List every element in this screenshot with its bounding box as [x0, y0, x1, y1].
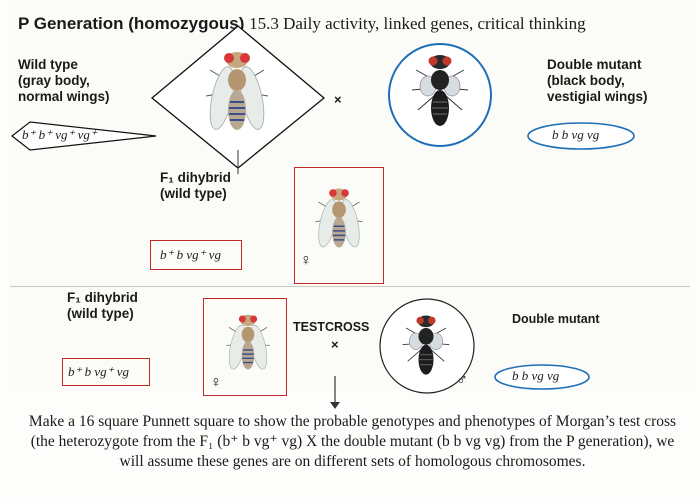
- f1-label: F₁ dihybrid (wild type): [160, 170, 231, 201]
- testcross-double-mutant-fly-icon: [402, 315, 450, 375]
- f1-female-symbol: ♀: [300, 252, 312, 269]
- testcross-f1-fly-box: [203, 298, 287, 396]
- testcross-double-mutant-genotype: b b vg vg: [512, 368, 560, 383]
- testcross-f1-genotype-box: [62, 358, 150, 386]
- testcross-f1-label: F₁ dihybrid (wild type): [67, 290, 138, 321]
- f1-fly-box: [294, 167, 384, 284]
- testcross-female-symbol: ♀: [210, 374, 222, 391]
- p-to-f1-line: [237, 150, 239, 174]
- cross-symbol: ×: [334, 92, 342, 107]
- question-text: Make a 16 square Punnett square to show …: [28, 413, 677, 470]
- wild-type-label: Wild type (gray body, normal wings): [18, 57, 110, 104]
- f1-genotype: b⁺ b vg⁺ vg: [160, 247, 222, 262]
- double-mutant-label: Double mutant (black body, vestigial win…: [547, 57, 648, 104]
- f1-fly-icon: [315, 188, 363, 248]
- section-divider: [10, 286, 690, 287]
- double-mutant-genotype-oval: [527, 122, 635, 150]
- wild-type-genotype-diamond: [11, 121, 157, 151]
- double-mutant-fly-icon: [411, 55, 469, 126]
- figure-panel: [10, 0, 690, 390]
- page-title: P Generation (homozygous) 15.3 Daily act…: [18, 14, 586, 33]
- testcross-f1-genotype: b⁺ b vg⁺ vg: [68, 364, 130, 379]
- wild-type-fly-icon: [205, 52, 269, 130]
- male-symbol: ♂: [456, 372, 468, 389]
- double-mutant-genotype: b b vg vg: [552, 127, 600, 142]
- wild-type-genotype: b⁺ b⁺ vg⁺ vg⁺: [22, 127, 97, 142]
- down-arrow-icon: [330, 376, 340, 409]
- f1-genotype-box: [150, 240, 242, 270]
- testcross-cross-symbol: ×: [331, 337, 339, 352]
- testcross-label: TESTCROSS: [293, 320, 370, 334]
- testcross-double-mutant-label: Double mutant: [512, 312, 600, 326]
- testcross-f1-fly-icon: [226, 314, 270, 370]
- testcross-double-mutant-genotype-oval: [494, 364, 590, 390]
